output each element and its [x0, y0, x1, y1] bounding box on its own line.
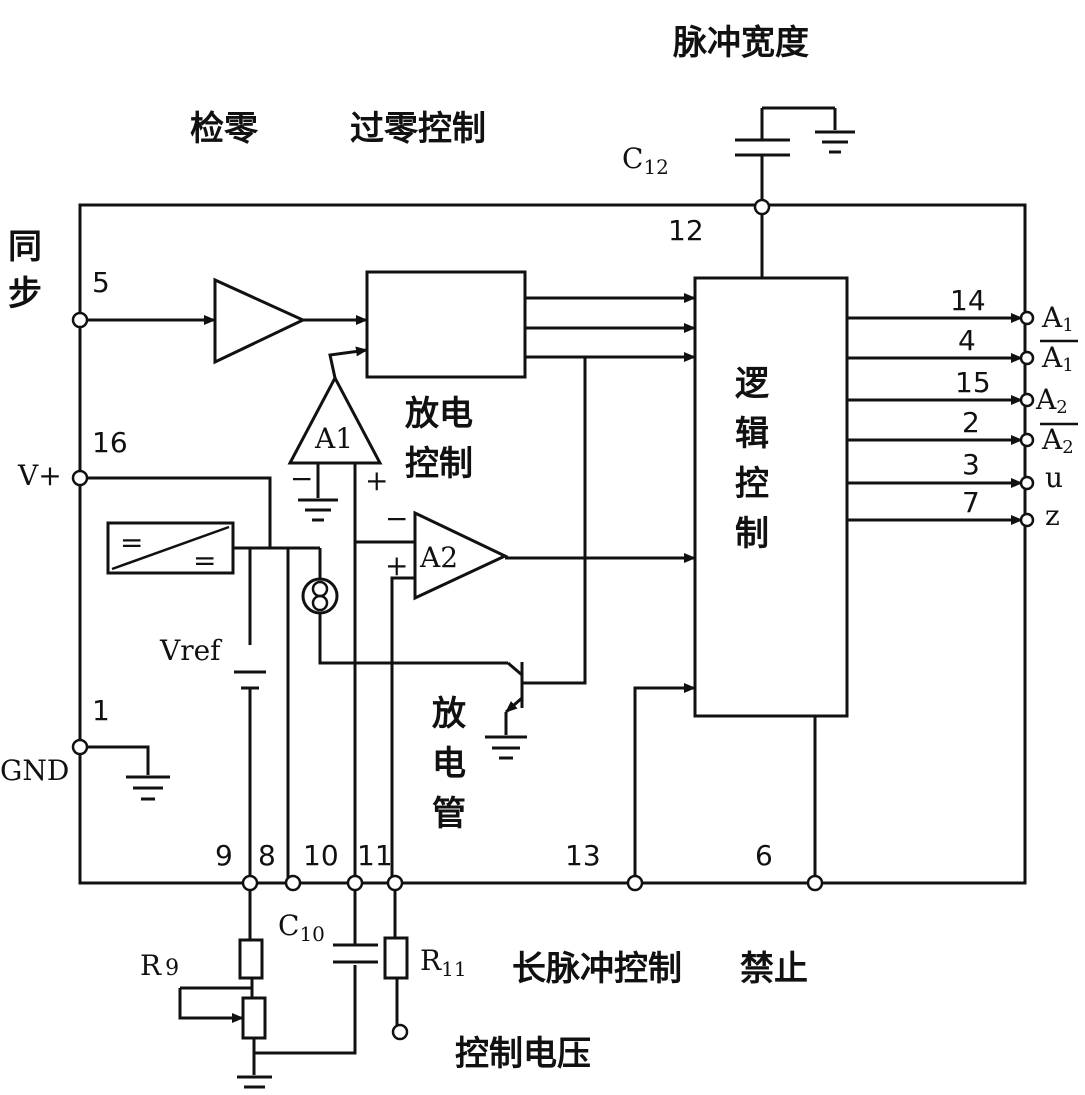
- pin-12: [753, 198, 771, 216]
- discharge-tube-label-2: 电: [432, 744, 466, 784]
- pin-2-label: 2: [962, 406, 980, 439]
- logic-label-2: 辑: [735, 414, 769, 454]
- pin-11: [386, 874, 404, 892]
- logic-label-4: 制: [735, 514, 769, 554]
- zero-cross-control-label: 过零控制: [350, 109, 486, 149]
- a2-plus: +: [385, 549, 408, 582]
- output-a2-bar-label: A2: [1041, 423, 1074, 458]
- sync-label-2: 步: [8, 274, 42, 314]
- long-pulse-control-label: 长脉冲控制: [512, 949, 682, 989]
- c12-label: C12: [622, 142, 669, 179]
- output-a2-label: A2: [1035, 383, 1068, 418]
- a2-label: A2: [419, 541, 458, 574]
- c10-label: C10: [278, 909, 325, 946]
- pin-10-label: 10: [303, 839, 339, 872]
- potentiometer: [241, 996, 267, 1040]
- pin-7: [1019, 512, 1035, 528]
- pin-8-label: 8: [258, 839, 276, 872]
- capacitor-c12: [735, 106, 855, 210]
- pin-4-label: 4: [958, 324, 976, 357]
- resistor-r9: [238, 938, 264, 980]
- pin-9: [241, 874, 259, 892]
- pin-5-label: 5: [92, 266, 110, 299]
- pin-12-label: 12: [668, 214, 704, 247]
- zero-cross-control-block: [365, 270, 527, 379]
- discharge-transistor: [485, 661, 535, 760]
- pin-1-label: 1: [92, 694, 110, 727]
- a1-minus: −: [290, 462, 313, 495]
- logic-label-1: 逻: [735, 364, 769, 404]
- discharge-tube-label-1: 放: [432, 694, 466, 734]
- pin-11-label: 11: [357, 839, 393, 872]
- regulator-eq-2: =: [193, 544, 216, 577]
- logic-control-block: [693, 276, 849, 718]
- pin-6-label: 6: [755, 839, 773, 872]
- pin-10: [346, 874, 364, 892]
- output-z-label: z: [1045, 499, 1060, 532]
- pin-6: [806, 874, 824, 892]
- output-a1-bar-label: A1: [1041, 341, 1074, 376]
- pin-13-label: 13: [565, 839, 601, 872]
- pin-1: [71, 738, 89, 756]
- pin-3: [1019, 475, 1035, 491]
- resistor-r11: [383, 936, 409, 980]
- pin-9-label: 9: [215, 839, 233, 872]
- discharge-control-label-2: 控制: [405, 444, 473, 484]
- pin-15-label: 15: [955, 366, 991, 399]
- a1-plus: +: [365, 464, 388, 497]
- comparator-a2: [413, 510, 509, 601]
- pin-13: [626, 874, 644, 892]
- inhibit-label: 禁止: [740, 949, 808, 989]
- pin-3-label: 3: [962, 448, 980, 481]
- comparator-a1: [287, 374, 383, 465]
- pin-14: [1019, 310, 1035, 326]
- voltage-regulator: [106, 521, 235, 575]
- vref-label: Vref: [159, 634, 223, 667]
- pin-2: [1019, 432, 1035, 448]
- sync-label-1: 同: [8, 227, 42, 267]
- pin-16-label: 16: [92, 426, 128, 459]
- gnd-label: GND: [0, 754, 69, 787]
- pin-5: [71, 311, 89, 329]
- pin-7-label: 7: [962, 486, 980, 519]
- pin-16: [71, 469, 89, 487]
- pin-4: [1019, 350, 1035, 366]
- output-u-label: u: [1045, 461, 1063, 494]
- current-source: [301, 577, 508, 665]
- chip-outline: [78, 203, 1027, 885]
- regulator-eq-1: =: [120, 526, 143, 559]
- zero-detect-label: 检零: [190, 109, 259, 149]
- a2-minus: −: [385, 502, 408, 535]
- pin-8: [284, 874, 302, 892]
- sync-buffer-amplifier: [213, 277, 307, 365]
- a1-label: A1: [314, 422, 353, 455]
- discharge-control-label-1: 放电: [405, 394, 473, 434]
- discharge-tube-label-3: 管: [432, 794, 466, 834]
- pin-14-label: 14: [950, 284, 986, 317]
- vplus-label: V+: [17, 459, 62, 492]
- pulse-width-label: 脉冲宽度: [673, 23, 809, 63]
- control-voltage-label: 控制电压: [455, 1034, 591, 1074]
- pin-15: [1019, 392, 1035, 408]
- r11-label: R11: [420, 944, 467, 981]
- output-a1-label: A1: [1041, 301, 1074, 336]
- logic-label-3: 控: [735, 464, 769, 504]
